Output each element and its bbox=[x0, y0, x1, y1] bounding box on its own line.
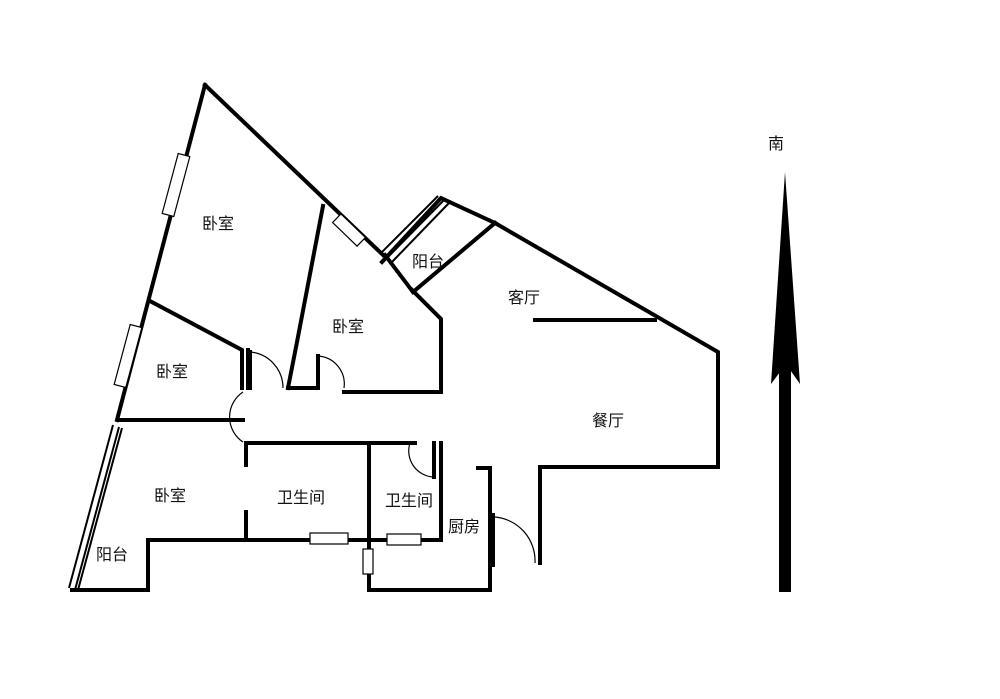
room-label-kitchen: 厨房 bbox=[447, 517, 481, 536]
room-label-bedroom-2: 卧室 bbox=[331, 317, 365, 336]
balcony-railings bbox=[68, 195, 450, 591]
room-label-bedroom-1: 卧室 bbox=[201, 214, 235, 233]
room-label-balcony-1: 阳台 bbox=[411, 252, 445, 271]
room-label-living-room: 客厅 bbox=[507, 288, 541, 307]
room-label-balcony-2: 阳台 bbox=[95, 545, 129, 564]
doors bbox=[208, 350, 536, 567]
walls bbox=[70, 82, 720, 592]
room-label-bedroom-3: 卧室 bbox=[155, 362, 189, 381]
windows bbox=[113, 152, 422, 575]
compass-direction-label: 南 bbox=[767, 134, 785, 153]
room-label-bedroom-4: 卧室 bbox=[153, 486, 187, 505]
room-label-bathroom-2: 卫生间 bbox=[384, 491, 434, 510]
compass-arrow-icon bbox=[771, 172, 800, 592]
room-label-bathroom-1: 卫生间 bbox=[276, 488, 326, 507]
room-label-dining-room: 餐厅 bbox=[591, 411, 625, 430]
